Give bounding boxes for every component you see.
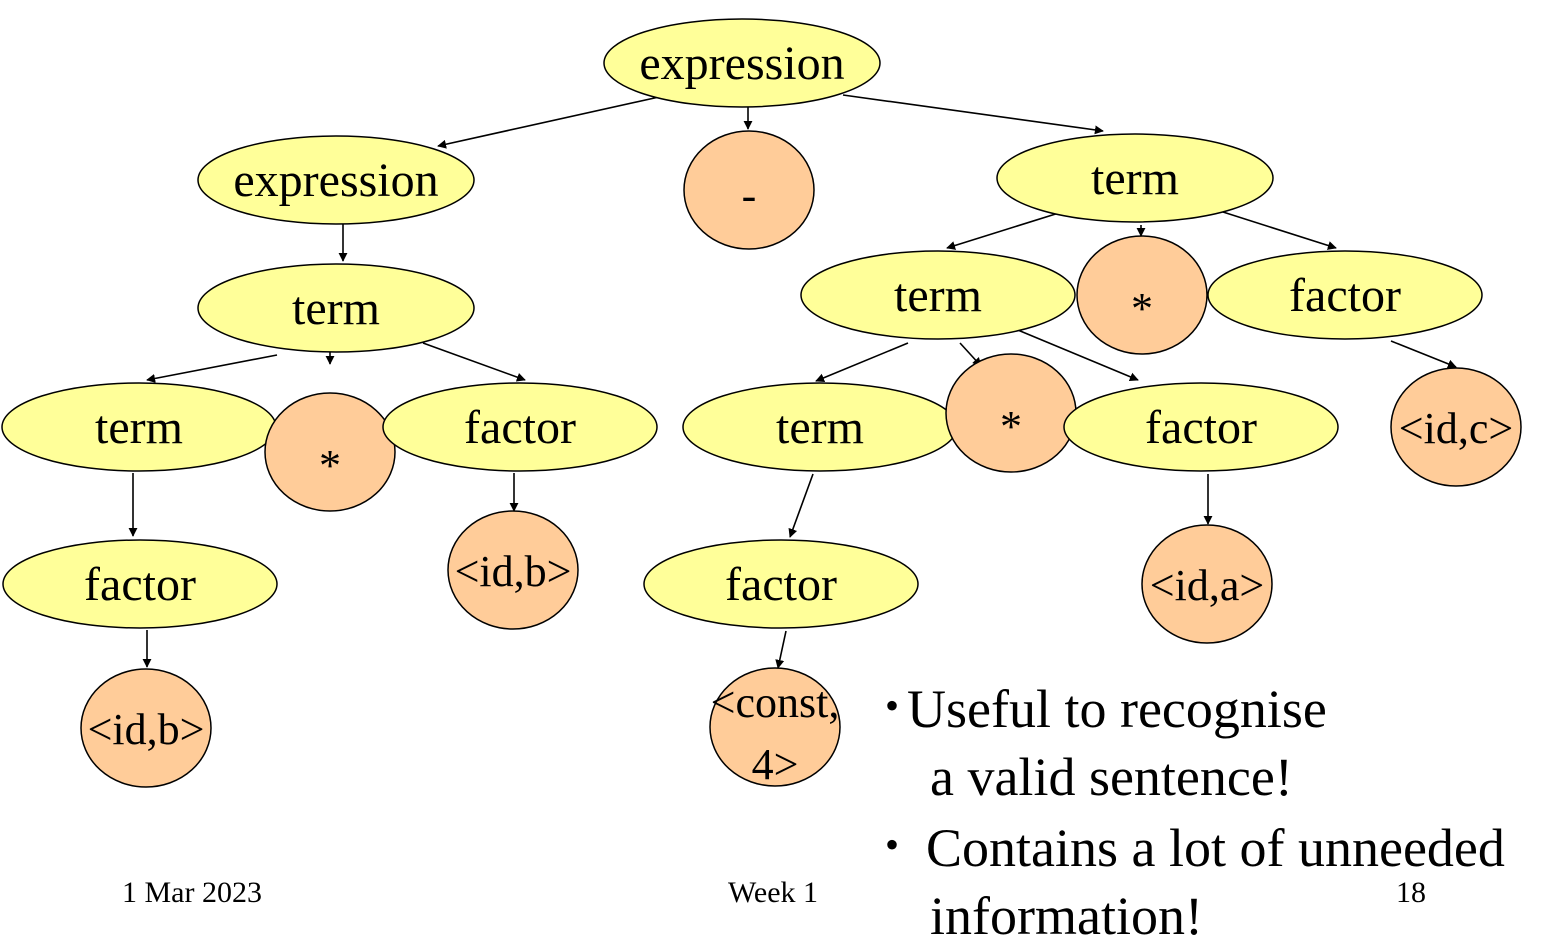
terminal-circle [80, 668, 212, 788]
nonterminal-node: term [197, 263, 475, 353]
node-label: * [1000, 402, 1022, 451]
node-label: factor [1145, 401, 1257, 454]
node-label: term [292, 282, 380, 335]
bullet-item-2: • Contains a lot of unneeded information! [885, 811, 1554, 941]
nonterminal-node: factor [1207, 250, 1483, 340]
nonterminal-ellipse [1207, 250, 1483, 340]
tree-edge-arrow [146, 354, 278, 383]
node-label: factor [725, 558, 837, 611]
tree-nodes: expression expression - term term term * factor… [1, 18, 1522, 789]
terminal-node: <const, 4> [709, 667, 841, 789]
nonterminal-node: expression [603, 18, 881, 108]
nonterminal-node: term [1, 382, 277, 472]
nonterminal-node: factor [643, 539, 919, 629]
tree-edge-arrow [1390, 340, 1457, 369]
nonterminal-ellipse [996, 133, 1274, 223]
terminal-circle [1390, 367, 1522, 487]
tree-edge-arrow [946, 211, 1063, 250]
bullet-1-line-1: Useful to recognise [907, 679, 1327, 739]
node-label: <id,a> [1150, 561, 1264, 610]
node-label: expression [233, 154, 438, 207]
terminal-circle [683, 130, 815, 250]
nonterminal-node: factor [2, 539, 278, 629]
tree-edge-arrow [422, 342, 526, 382]
node-label: * [1131, 284, 1153, 333]
bullet-1-line-2: a valid sentence! [930, 747, 1293, 807]
terminal-node: * [1076, 235, 1208, 355]
nonterminal-ellipse [1063, 382, 1339, 472]
terminal-circle [447, 510, 579, 630]
node-label: factor [464, 401, 576, 454]
footer-week: Week 1 [728, 876, 819, 909]
node-label-line-2: 4> [752, 740, 799, 789]
node-label: <id,c> [1399, 404, 1513, 453]
nonterminal-ellipse [197, 135, 475, 225]
bullet-marker: • [885, 683, 900, 728]
nonterminal-ellipse [800, 250, 1076, 340]
footer-page-number: 18 [1396, 876, 1426, 909]
terminal-node: * [945, 353, 1077, 473]
tree-edge-arrow [437, 94, 669, 149]
bullet-2-line-1: Contains a lot of unneeded [926, 818, 1505, 878]
terminal-node: <id,b> [447, 510, 579, 630]
terminal-node: <id,c> [1390, 367, 1522, 487]
node-label: term [1091, 152, 1179, 205]
nonterminal-ellipse [382, 382, 658, 472]
terminal-circle [1076, 235, 1208, 355]
terminal-node: <id,a> [1141, 524, 1273, 644]
terminal-node: - [683, 130, 815, 250]
node-label: term [95, 401, 183, 454]
tree-edge-arrow [842, 94, 1104, 135]
bullet-marker: • [885, 822, 900, 867]
nonterminal-ellipse [603, 18, 881, 108]
footer-date: 1 Mar 2023 [122, 876, 262, 909]
node-label: <const, [711, 678, 840, 727]
bullet-item-1: •Useful to recognise a valid sentence! [885, 672, 1554, 811]
tree-edge-arrow [1012, 327, 1139, 382]
bullet-2-line-2: information! [930, 886, 1203, 941]
nonterminal-node: factor [382, 382, 658, 472]
node-label: * [319, 441, 341, 490]
node-label: - [742, 171, 757, 220]
node-label: <id,b> [455, 547, 572, 596]
node-label: term [776, 401, 864, 454]
node-label: factor [1289, 269, 1401, 322]
terminal-circle [709, 667, 841, 787]
tree-edge-arrow [1222, 211, 1337, 250]
tree-edge-arrow [788, 473, 814, 538]
terminal-node: <id,b> [80, 668, 212, 788]
tree-edge-arrow [775, 630, 787, 669]
nonterminal-node: term [800, 250, 1076, 340]
nonterminal-node: factor [1063, 382, 1339, 472]
tree-edges [128, 94, 1457, 669]
terminal-circle [264, 392, 396, 512]
node-label: <id,b> [88, 705, 205, 754]
nonterminal-node: expression [197, 135, 475, 225]
terminal-node: * [264, 392, 396, 512]
nonterminal-ellipse [2, 539, 278, 629]
node-label: term [894, 269, 982, 322]
nonterminal-node: term [996, 133, 1274, 223]
terminal-circle [1141, 524, 1273, 644]
tree-edge-arrow [815, 342, 909, 383]
nonterminal-ellipse [643, 539, 919, 629]
nonterminal-node: term [682, 382, 958, 472]
bullet-list: •Useful to recognise a valid sentence! •… [885, 672, 1554, 941]
nonterminal-ellipse [197, 263, 475, 353]
node-label: expression [639, 37, 844, 90]
node-label: factor [84, 558, 196, 611]
